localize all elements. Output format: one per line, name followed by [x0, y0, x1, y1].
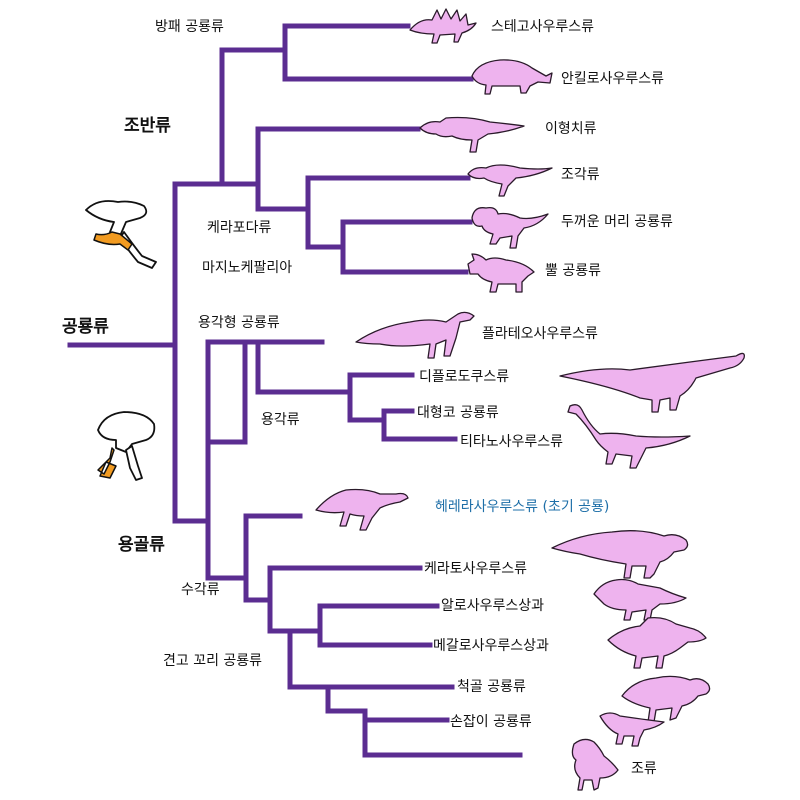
raptor-silhouette-icon: [599, 712, 665, 747]
branch-neotheropoda-node: [243, 575, 273, 603]
ornithischian-pubis-bone: [93, 231, 133, 251]
branch-macronaria-branch: [347, 408, 387, 442]
taxon-ornithopoda: 조각류: [561, 167, 600, 183]
branch-thyreophora-branch: [219, 23, 288, 82]
branch-sauropoda-node: [255, 339, 353, 395]
ceratosaur-silhouette-icon: [551, 530, 689, 579]
label-saurischia: 용골류: [118, 535, 165, 555]
ornithischian-ilium-bone: [85, 200, 148, 237]
label-tetanurae: 견고 꼬리 공룡류: [163, 653, 262, 669]
taxon-allosauroidea: 알로사우루스상과: [441, 598, 544, 614]
allosaur-silhouette-icon: [593, 578, 687, 621]
ornithopod-silhouette-icon: [467, 164, 553, 197]
label-theropoda: 수각류: [181, 582, 220, 598]
taxon-megalosauroidea: 메갈로사우루스상과: [433, 638, 549, 654]
saurischian-ischium-bone: [125, 445, 143, 481]
spinosaur-silhouette-icon: [607, 616, 707, 669]
ornithischian-ischium-bone: [119, 231, 157, 269]
bird-silhouette-icon: [571, 738, 619, 791]
label-marginocephalia: 마지노케팔리아: [202, 260, 292, 276]
taxon-ankylosauria: 안킬로사우루스류: [561, 71, 664, 87]
ceratopsian-silhouette-icon: [467, 253, 535, 293]
label-thyreophora: 방패 공룡류: [155, 19, 224, 35]
ankylosaur-silhouette-icon: [471, 59, 553, 95]
taxon-heterodontosauridae: 이형치류: [545, 121, 597, 137]
taxon-camarasauridae: 대형코 공룡류: [417, 405, 499, 421]
dinosaur-silhouettes: [315, 8, 745, 791]
branch-genasauria-branch: [255, 175, 311, 250]
titanosaur-silhouette-icon: [567, 404, 691, 469]
label-dinosauria: 공룡류: [62, 317, 109, 337]
branch-carnosauria-branch: [287, 603, 323, 648]
heterodontosaur-silhouette-icon: [419, 116, 525, 153]
taxon-plateosauridae: 플라테오사우루스류: [482, 326, 598, 342]
tyrannosaur-silhouette-icon: [621, 675, 711, 723]
taxon-titanosauria: 티타노사우루스류: [460, 434, 563, 450]
taxon-stegosauria: 스테고사우루스류: [491, 19, 594, 35]
branch-coelurosauria-node: [287, 684, 331, 714]
saurischian-pelvis-icon: [97, 411, 156, 481]
cladogram-branches: [67, 23, 523, 758]
taxon-ceratosauria: 케라토사우루스류: [424, 561, 527, 577]
label-ornithischia: 조반류: [124, 116, 171, 136]
label-cerapoda: 케라포다류: [207, 220, 272, 236]
taxon-maniraptora: 손잡이 공룡류: [450, 714, 532, 730]
label-sauropoda: 용각류: [261, 412, 300, 428]
ornithischian-pelvis-icon: [85, 200, 157, 269]
branch-paraves-node: [325, 708, 450, 758]
taxon-diplodocoidea: 디플로도쿠스류: [419, 369, 509, 385]
stegosaur-silhouette-icon: [409, 8, 477, 44]
taxon-ceratopsia: 뿔 공룡류: [545, 263, 601, 279]
pelvis-icons: [85, 200, 157, 481]
diplodocid-silhouette-icon: [559, 352, 745, 413]
branch-marginocephalia-branch: [305, 219, 346, 275]
taxon-coelurosauria: 척골 공룡류: [457, 679, 526, 695]
saurischian-ilium-bone: [97, 411, 156, 453]
branch-ornithischia-node: [172, 47, 261, 187]
branch-theropoda-node: [205, 513, 249, 581]
pachycephalosaur-silhouette-icon: [471, 206, 549, 249]
label-sauropodomorpha: 용각형 공룡류: [198, 315, 280, 331]
saurischian-pubis-bone: [97, 447, 117, 479]
plateosaur-silhouette-icon: [355, 311, 475, 359]
taxon-herrerasauridae: 헤레라사우루스류 (초기 공룡): [435, 499, 609, 515]
taxon-pachycephalosauria: 두꺼운 머리 공룡류: [561, 214, 673, 230]
herrerasaur-silhouette-icon: [315, 488, 409, 531]
branch-sauropodomorpha-node: [205, 339, 248, 445]
taxon-aves: 조류: [631, 761, 657, 777]
